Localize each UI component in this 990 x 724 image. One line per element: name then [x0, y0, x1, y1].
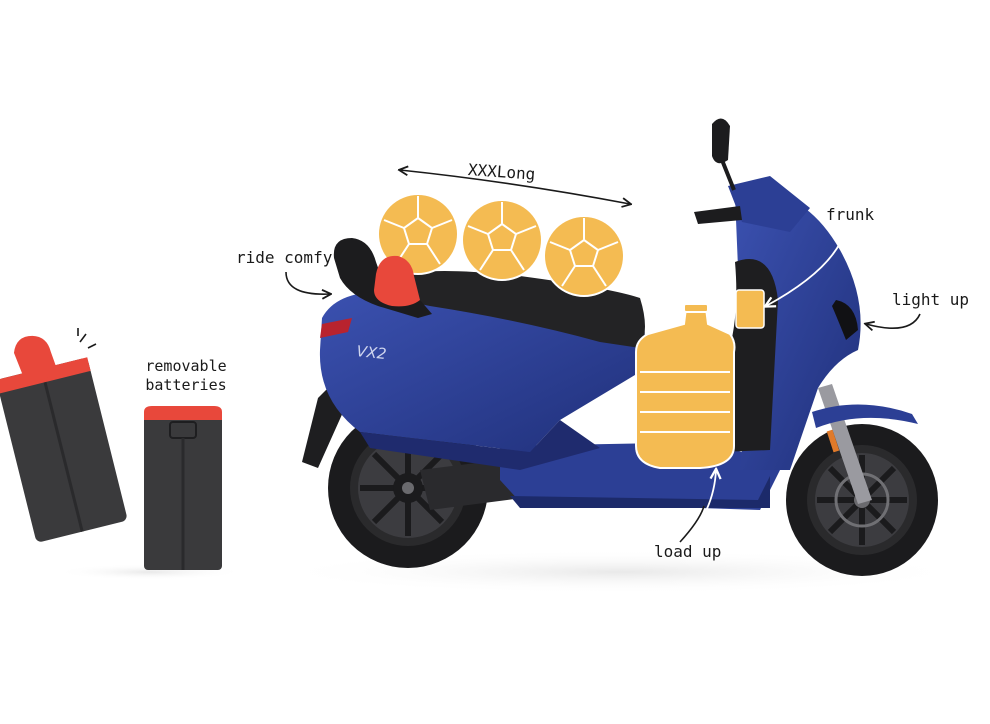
- light-up-arrow: [866, 313, 921, 328]
- model-badge: VX2: [356, 342, 388, 363]
- removable-batteries-label: removable batteries: [136, 357, 236, 395]
- ride-comfy-arrow: [285, 271, 330, 294]
- floorboard-trim: [510, 476, 770, 508]
- battery-pack-icon: [0, 328, 222, 570]
- water-jug-icon: [635, 303, 736, 469]
- ride-comfy-label: ride comfy: [236, 248, 333, 267]
- removable-batteries-line2: batteries: [145, 376, 227, 394]
- load-up-arrow-lower: [679, 505, 705, 543]
- scooter: VX2: [302, 118, 938, 576]
- light-up-label: light up: [892, 290, 970, 309]
- football-icon: [377, 193, 625, 297]
- frunk-item: [735, 289, 765, 329]
- handlebar-stem: [728, 176, 810, 232]
- headlight: [832, 300, 858, 340]
- frunk-label: frunk: [826, 205, 875, 224]
- fork-reflector: [826, 429, 840, 453]
- frunk-arrow: [766, 227, 847, 306]
- ground-shadow: [270, 550, 970, 594]
- mirror: [712, 118, 730, 164]
- rear-body-lower: [360, 420, 600, 470]
- load-up-label: load up: [654, 542, 722, 561]
- glove-icon: [374, 255, 420, 307]
- removable-batteries-line1: removable: [145, 357, 227, 375]
- handlebar-grip: [694, 206, 742, 224]
- mirror-stalk: [720, 159, 736, 191]
- front-mudguard: [812, 404, 918, 428]
- tail-light: [320, 318, 352, 338]
- load-up-arrow: [685, 470, 716, 541]
- xxxlong-arrow: [400, 170, 630, 204]
